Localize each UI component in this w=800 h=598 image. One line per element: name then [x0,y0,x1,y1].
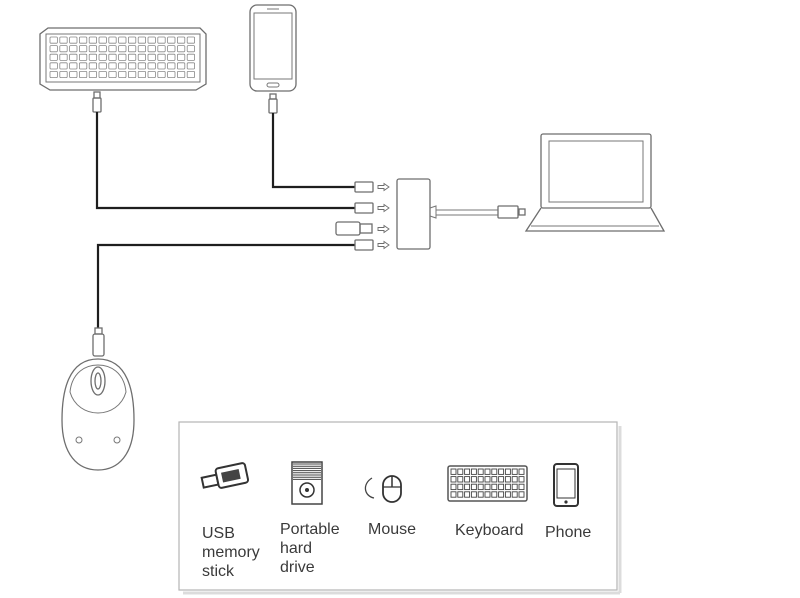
legend-label-portable-hard-drive: Portable hard drive [280,521,340,576]
keyboard-device [39,27,207,113]
phone-icon [553,463,579,507]
laptop-device [518,133,666,232]
usb-stick-device [335,221,373,236]
mouse-device [61,327,135,471]
hub-plugs [354,181,390,251]
legend-label-usb-memory-stick: USB memory stick [202,525,260,580]
cables [95,112,355,328]
legend-label-keyboard: Keyboard [455,522,524,539]
keyboard-icon [447,465,528,502]
usb-stick-icon [200,462,250,489]
usb-hub [396,178,519,250]
mouse-icon [364,475,402,503]
legend-box [178,421,622,595]
keyboard-cable [95,112,355,210]
hard-drive-icon [291,461,323,505]
phone-device [249,4,297,114]
keyboard-keys [49,36,195,79]
mouse-cable [96,243,355,328]
legend-label-phone: Phone [545,524,592,541]
phone-cable [271,113,355,189]
legend-label-mouse: Mouse [368,521,417,538]
